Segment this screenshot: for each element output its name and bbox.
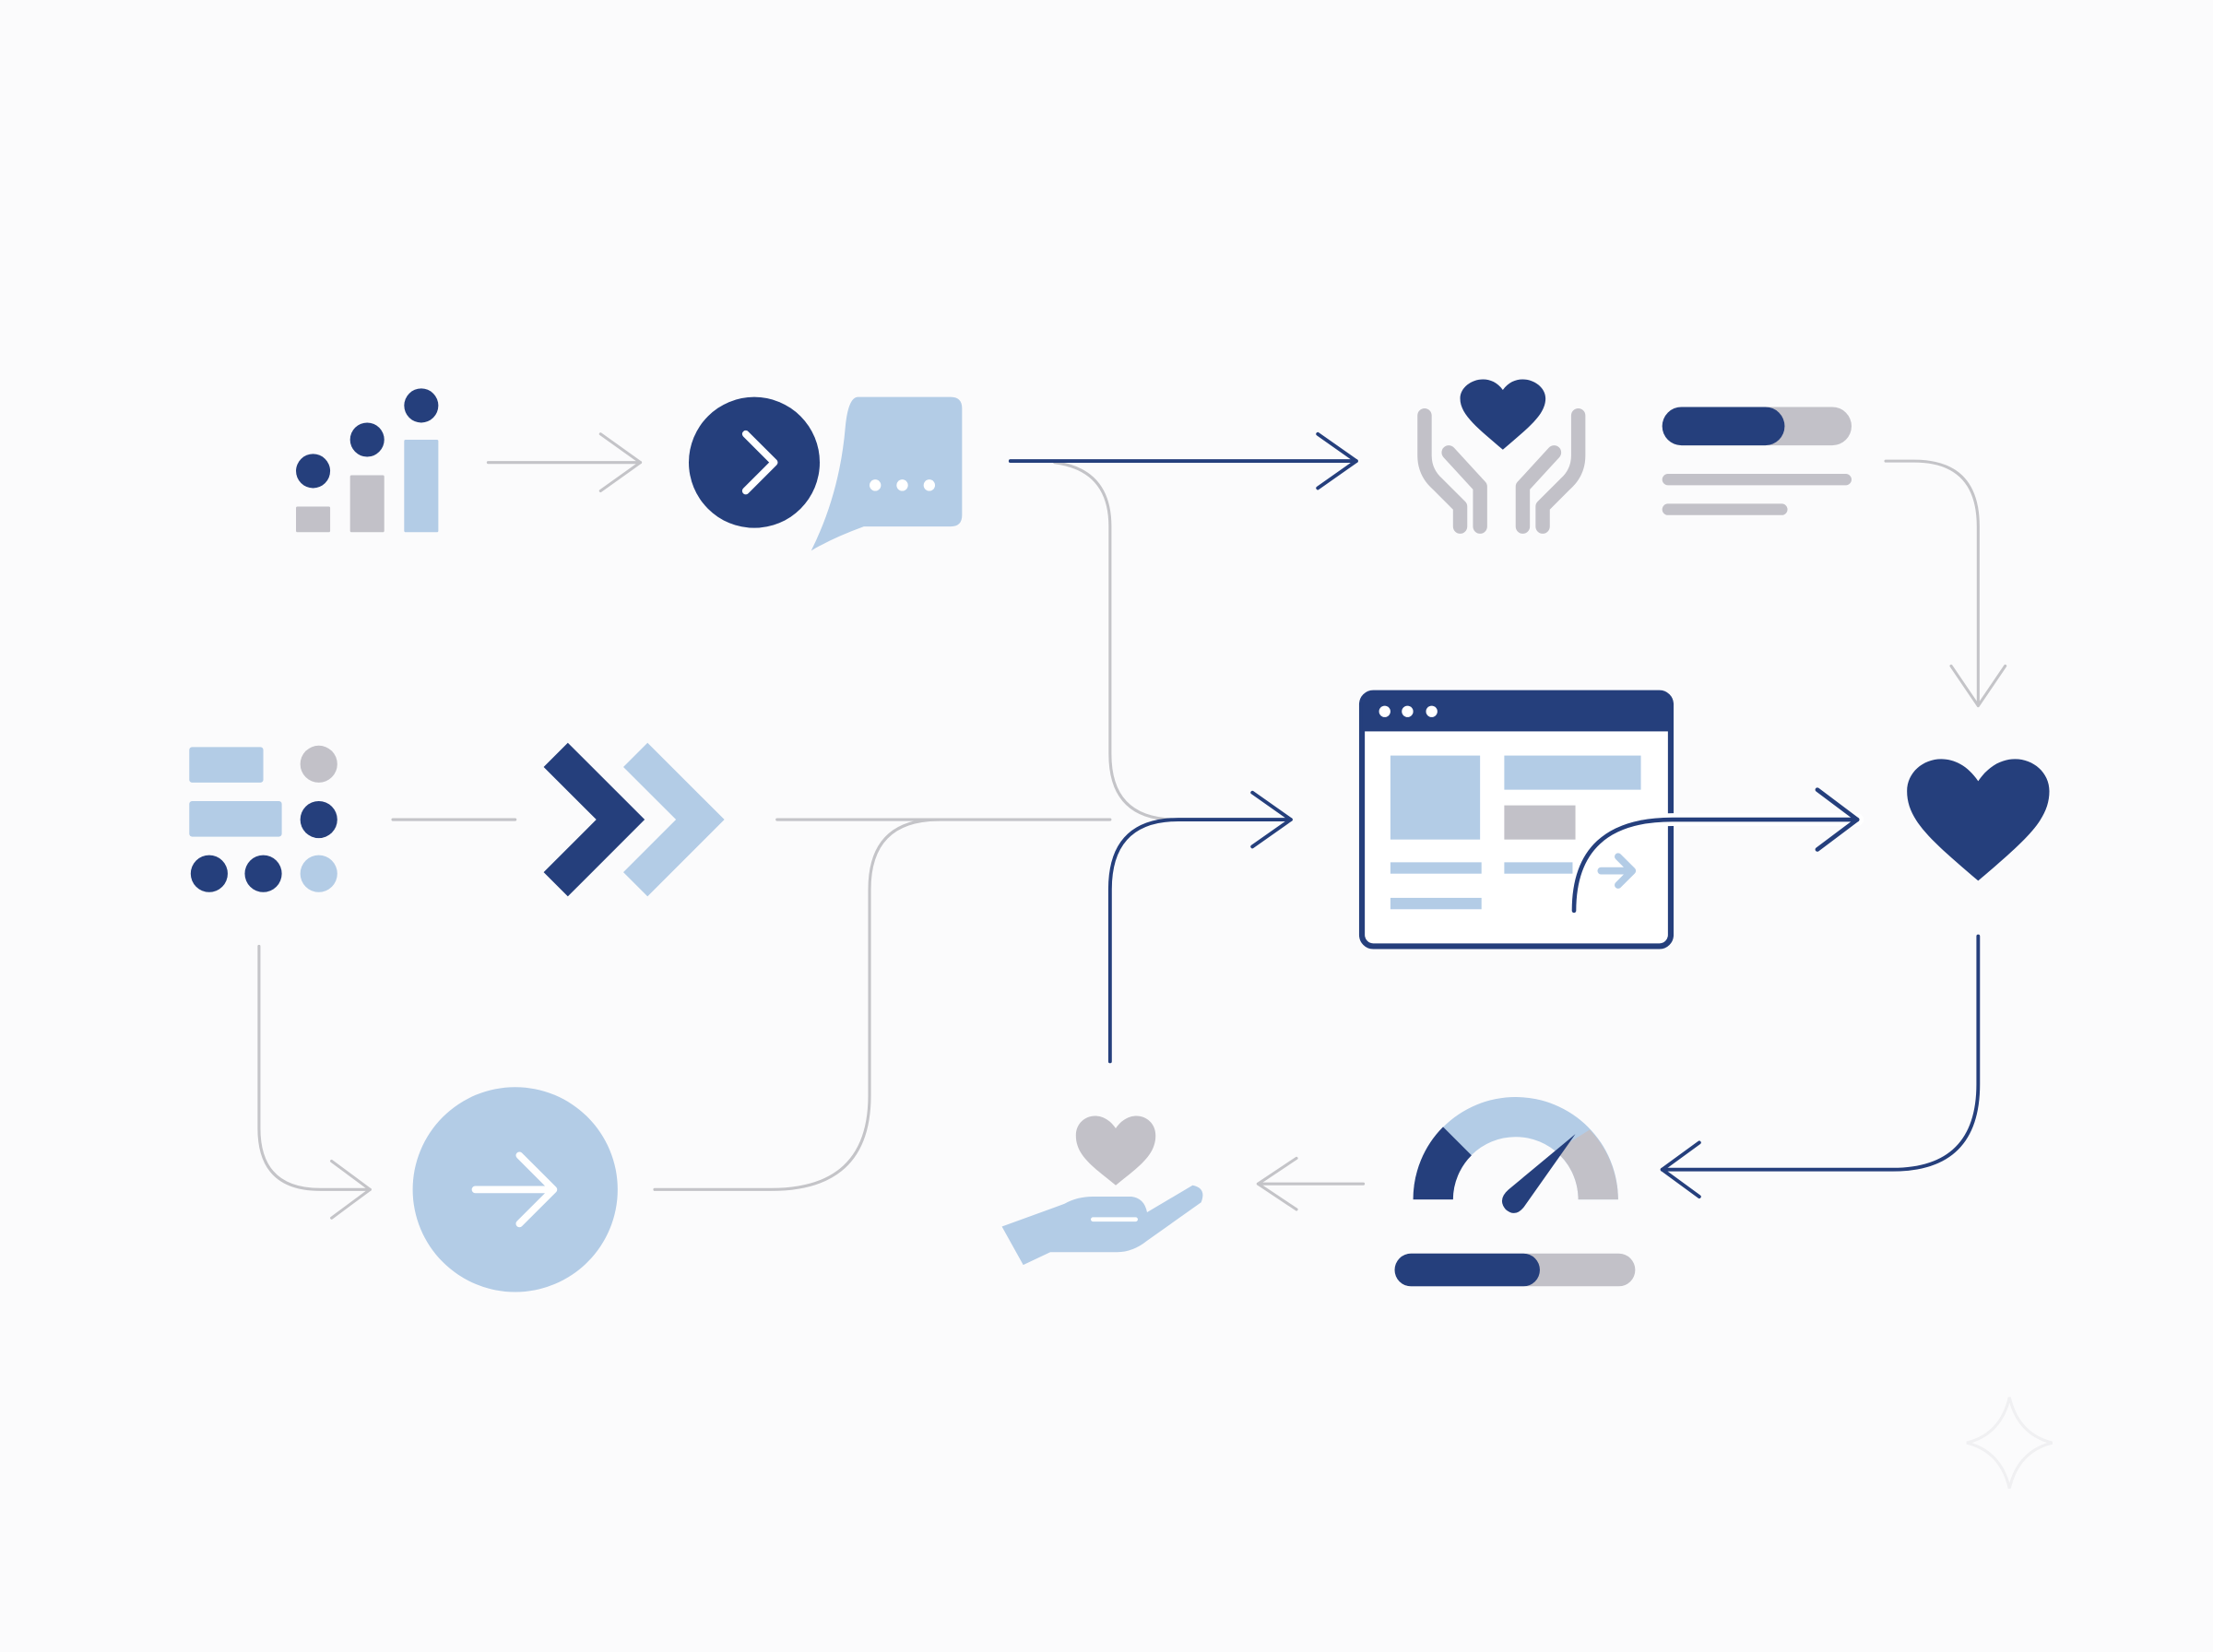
gauge-needle-icon [1501, 1134, 1576, 1213]
hand-offering-heart-icon [1001, 1115, 1203, 1266]
arrow-right-icon [471, 1151, 558, 1228]
window-dot-icon [1426, 705, 1438, 717]
browser-window-icon[interactable] [1358, 690, 1675, 950]
connector-arrow-circle-to-browser [653, 818, 941, 1191]
double-chevron-icon[interactable] [543, 742, 725, 897]
arrow-circle-icon[interactable] [412, 1087, 618, 1292]
heart-icon [1075, 1115, 1156, 1186]
gauge-progress-fill [1394, 1253, 1540, 1287]
progress-fill [1662, 407, 1785, 446]
connector-into-browser [1107, 790, 1293, 1064]
window-dot-icon [1402, 705, 1414, 717]
play-button-icon [689, 396, 821, 528]
hand-icon [1001, 1185, 1203, 1266]
hands-holding-heart-icon [1417, 379, 1586, 534]
right-hand-icon [1515, 408, 1586, 534]
speedometer-gauge-icon [1394, 1097, 1636, 1287]
left-hand-icon [1417, 408, 1487, 534]
connector-stats-to-chat [486, 432, 643, 493]
progress-bar-text-lines-icon [1662, 407, 1852, 515]
connector-gauge-to-hand [1256, 1156, 1366, 1211]
connector-browser-to-heart [1568, 787, 1864, 917]
heart-icon [1460, 379, 1546, 450]
heart-icon[interactable] [1907, 759, 2050, 881]
list-with-dots-icon [189, 745, 337, 892]
play-chat-bubble-icon[interactable] [689, 396, 963, 551]
connector-chat-to-browser [1053, 461, 1178, 821]
connector-progress-to-heart [1884, 459, 2007, 708]
connector-list-to-arrow-circle [257, 944, 372, 1220]
small-arrow-icon [1597, 853, 1637, 889]
sparkle-watermark-icon [1966, 1397, 2053, 1489]
connector-chat-to-hands [1008, 431, 1358, 490]
window-dot-icon [1379, 705, 1391, 717]
connector-heart-to-gauge [1660, 934, 1981, 1198]
bar-chart-dots-icon [296, 388, 439, 533]
chat-bubble-icon [811, 396, 963, 551]
